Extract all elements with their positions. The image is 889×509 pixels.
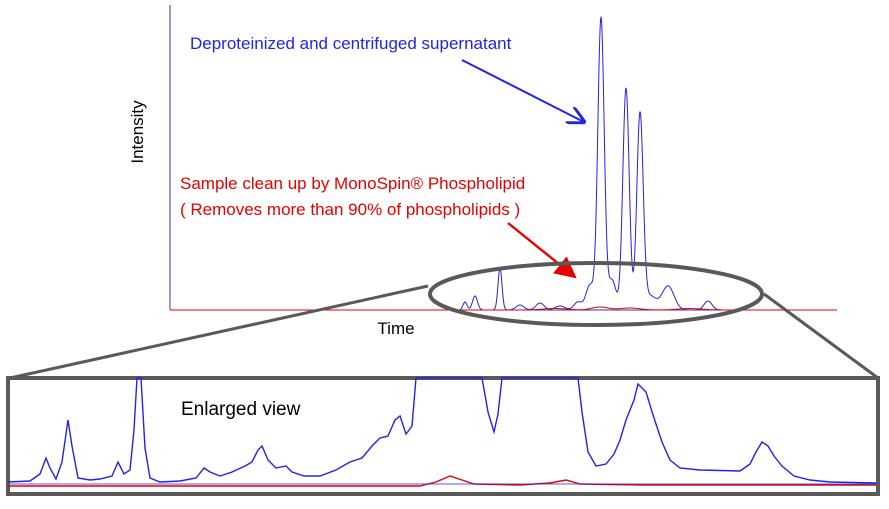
series-monospin-line <box>170 306 837 311</box>
zoom-connector-left <box>9 284 429 380</box>
y-axis-label: Intensity <box>128 100 147 164</box>
enlarged-series-supernatant-line <box>7 377 877 484</box>
enlarged-view-title: Enlarged view <box>181 399 301 420</box>
annotation-arrow-blue <box>461 59 584 122</box>
enlarged-view-panel <box>6 376 880 496</box>
annotation-monospin-line1: Sample clean up by MonoSpin® Phospholipi… <box>180 174 525 193</box>
series-supernatant-line <box>170 16 837 311</box>
annotation-arrow-red <box>507 222 577 279</box>
annotation-monospin-line2: ( Removes more than 90% of phospholipids… <box>180 200 520 219</box>
x-axis-label: Time <box>377 319 414 338</box>
zoom-connector-right <box>763 292 879 380</box>
annotation-supernatant: Deproteinized and centrifuged supernatan… <box>190 34 512 53</box>
zoom-ellipse <box>428 261 764 327</box>
